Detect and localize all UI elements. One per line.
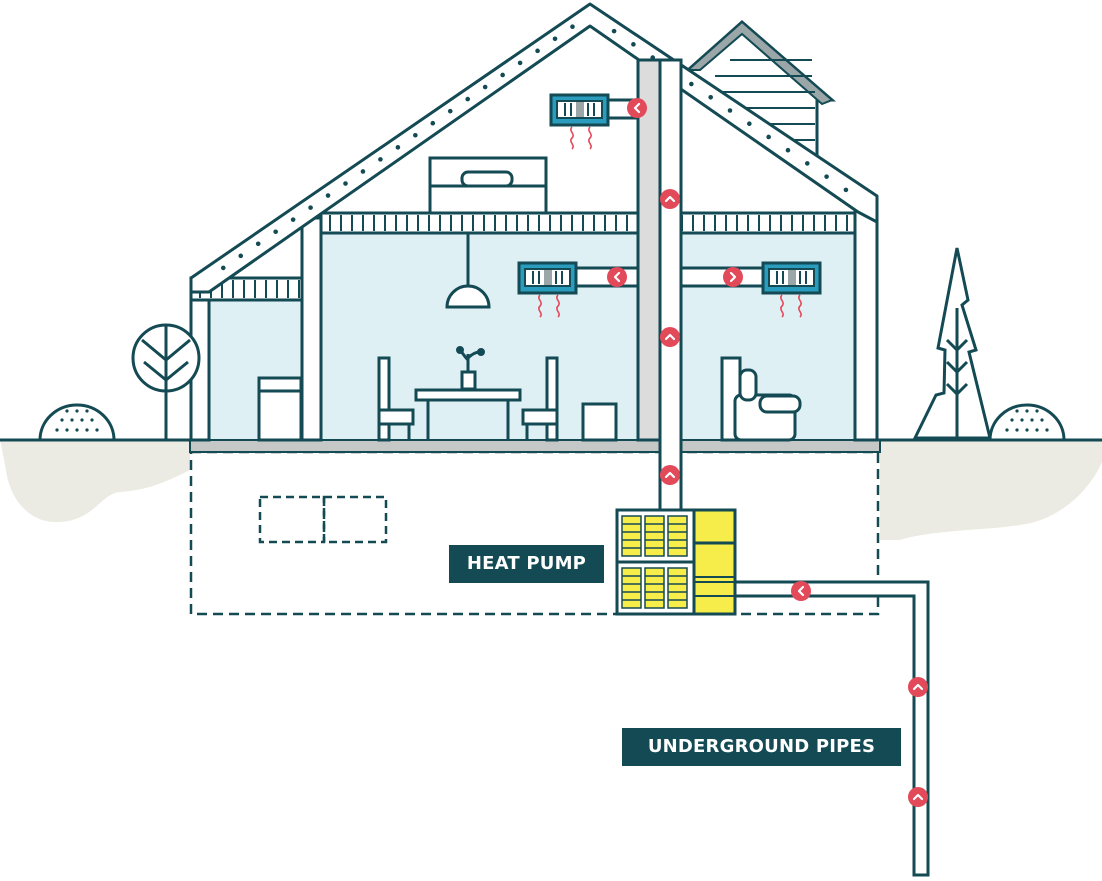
- bush-dots: [55, 409, 1049, 432]
- heat-pump-label: HEAT PUMP: [466, 553, 587, 574]
- heat-pump-label-bg: [449, 545, 604, 583]
- side-table-icon: [581, 402, 618, 442]
- heat-pump-unit-icon: [615, 508, 737, 616]
- chair-icon: [521, 356, 559, 442]
- flower-vase-icon: [456, 346, 485, 391]
- house-walls: [189, 198, 879, 442]
- flow-arrow-icon: [791, 581, 811, 601]
- tree-icon: [131, 323, 201, 440]
- bed-icon: [428, 156, 548, 215]
- flow-arrow-icon: [660, 465, 680, 485]
- side-table-icon: [257, 376, 303, 442]
- flow-arrow-icon: [908, 677, 928, 697]
- flow-arrow-icon: [908, 787, 928, 807]
- bush-icon: [38, 403, 1066, 442]
- flow-markers: [607, 98, 928, 807]
- underground-pipes-label-bg: [622, 728, 901, 766]
- pendant-lamp-icon: [445, 233, 491, 309]
- flow-arrow-icon: [660, 327, 680, 347]
- pine-tree-icon: [912, 247, 992, 440]
- flow-arrow-icon: [627, 98, 647, 118]
- chair-icon: [377, 356, 415, 442]
- flow-arrow-icon: [660, 189, 680, 209]
- air-vent-icon: [517, 93, 822, 295]
- ground: [0, 438, 1102, 540]
- underground-pipes-label: UNDERGROUND PIPES: [647, 736, 876, 757]
- armchair-icon: [720, 356, 802, 442]
- flow-arrow-icon: [723, 267, 743, 287]
- flow-arrow-icon: [607, 267, 627, 287]
- dining-set: [377, 346, 559, 442]
- vertical-riser-pipe: [636, 58, 683, 512]
- heat-waves-icon: [538, 126, 802, 318]
